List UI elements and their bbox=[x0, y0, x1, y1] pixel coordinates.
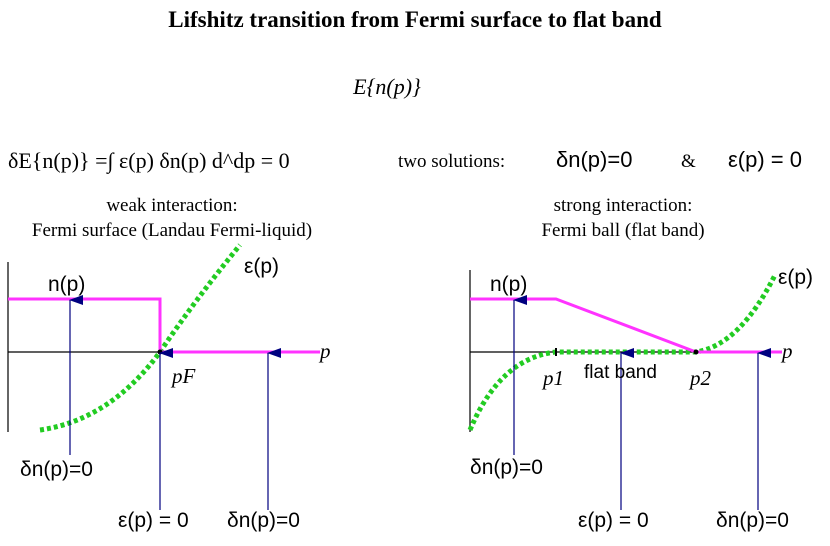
solution-epsilon: ε(p) = 0 bbox=[728, 147, 802, 172]
right-bottom-right: δn(p)=0 bbox=[716, 509, 789, 532]
left-n-label: n(p) bbox=[48, 273, 85, 296]
variation-equation: δE{n(p)} =∫ ε(p) δn(p) d^dp = 0 bbox=[8, 148, 290, 174]
left-p-label: p bbox=[318, 339, 331, 363]
left-bottom-right: δn(p)=0 bbox=[227, 509, 300, 532]
left-panel: n(p) ε(p) p pF δn(p)=0 ε(p) = 0 δn(p)=0 bbox=[7, 243, 331, 532]
right-occupation-line bbox=[470, 297, 782, 354]
left-occupation-step bbox=[8, 297, 320, 354]
energy-functional: E{n(p)} bbox=[352, 74, 421, 99]
right-flat-band-label: flat band bbox=[584, 362, 657, 383]
left-eps-label: ε(p) bbox=[244, 255, 279, 278]
right-eps-label: ε(p) bbox=[778, 266, 813, 289]
left-caption-line2: Fermi surface (Landau Fermi-liquid) bbox=[32, 220, 312, 241]
left-pF-label: pF bbox=[170, 364, 196, 388]
solution-delta-n: δn(p)=0 bbox=[556, 147, 632, 172]
right-caption-line1: strong interaction: bbox=[554, 195, 693, 216]
diagram-title: Lifshitz transition from Fermi surface t… bbox=[168, 7, 662, 32]
ampersand: & bbox=[681, 151, 696, 172]
solutions-label: two solutions: bbox=[398, 151, 505, 172]
right-p-label: p bbox=[780, 339, 793, 363]
left-bottom-mid: ε(p) = 0 bbox=[118, 509, 189, 532]
right-caption-line2: Fermi ball (flat band) bbox=[541, 220, 704, 241]
right-p2-label: p2 bbox=[688, 366, 712, 390]
right-n-label: n(p) bbox=[490, 273, 527, 296]
right-bottom-mid: ε(p) = 0 bbox=[578, 509, 649, 532]
right-p2-point bbox=[693, 349, 699, 355]
left-bottom-left: δn(p)=0 bbox=[20, 458, 93, 481]
right-p1-label: p1 bbox=[541, 366, 564, 390]
variation-equation-text: δE{n(p)} =∫ ε(p) δn(p) d^dp = 0 bbox=[8, 148, 290, 174]
left-caption-line1: weak interaction: bbox=[106, 195, 237, 216]
right-panel: n(p) ε(p) p p1 flat band p2 δn(p)=0 ε(p)… bbox=[467, 266, 813, 532]
right-bottom-left: δn(p)=0 bbox=[470, 456, 543, 479]
